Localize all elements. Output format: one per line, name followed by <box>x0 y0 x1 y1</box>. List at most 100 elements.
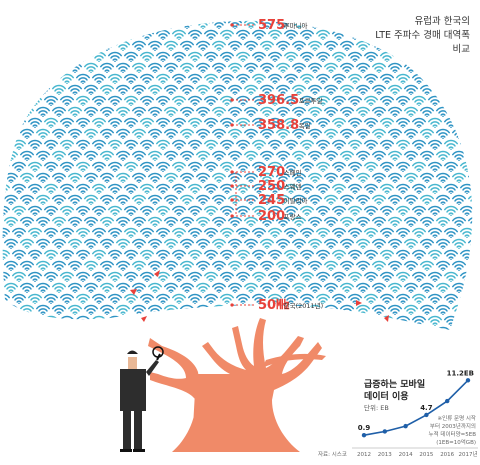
wifi-icon <box>84 238 98 249</box>
wifi-icon <box>156 139 170 150</box>
wifi-icon <box>116 62 130 73</box>
wifi-icon <box>132 84 146 95</box>
wifi-icon <box>12 205 26 216</box>
wifi-icon <box>396 249 410 260</box>
wifi-icon <box>92 205 106 216</box>
wifi-icon <box>380 139 394 150</box>
wifi-icon <box>20 20 34 29</box>
wifi-icon <box>196 40 210 51</box>
wifi-icon <box>396 183 410 194</box>
wifi-icon <box>180 128 194 139</box>
wifi-icon <box>340 150 354 161</box>
wifi-icon <box>124 293 138 304</box>
wifi-icon <box>452 282 466 293</box>
bar-value-label: 358.8 <box>258 118 299 133</box>
wifi-icon <box>220 293 234 304</box>
wifi-icon <box>316 205 330 216</box>
wifi-icon <box>468 106 473 117</box>
wifi-icon <box>68 84 82 95</box>
wifi-icon <box>204 183 218 194</box>
wifi-icon <box>124 315 138 326</box>
inset-x-tick-label: 2014 <box>399 452 413 458</box>
wifi-icon <box>196 62 210 73</box>
wifi-icon <box>220 315 234 326</box>
wifi-icon <box>380 161 394 172</box>
wifi-icon <box>20 238 34 249</box>
wifi-icon <box>228 238 242 249</box>
wifi-icon <box>116 216 130 227</box>
wifi-icon <box>404 62 418 73</box>
wifi-icon <box>428 271 442 282</box>
wifi-icon <box>276 282 290 293</box>
wifi-icon <box>468 238 473 249</box>
wifi-icon <box>84 84 98 95</box>
wifi-icon <box>84 62 98 73</box>
wifi-icon <box>468 194 473 205</box>
wifi-icon <box>300 271 314 282</box>
wifi-icon <box>172 73 186 84</box>
wifi-icon <box>292 282 306 293</box>
wifi-icon <box>132 216 146 227</box>
wifi-icon <box>460 227 473 238</box>
wifi-icon <box>76 271 90 282</box>
wifi-icon <box>60 139 74 150</box>
wifi-icon <box>316 183 330 194</box>
wifi-icon <box>52 62 66 73</box>
wifi-icon <box>252 51 266 62</box>
wifi-icon <box>244 194 258 205</box>
wifi-icon <box>236 73 250 84</box>
wifi-icon <box>12 161 26 172</box>
wifi-icon <box>100 216 114 227</box>
wifi-icon <box>412 139 426 150</box>
wifi-icon <box>180 84 194 95</box>
wifi-icon <box>180 20 194 29</box>
wifi-icon <box>300 205 314 216</box>
wifi-icon <box>140 227 154 238</box>
wifi-icon <box>468 62 473 73</box>
wifi-icon <box>452 106 466 117</box>
title-line-2: LTE 주파수 경매 대역폭 <box>375 29 470 41</box>
wifi-icon <box>444 293 458 304</box>
wifi-icon <box>212 128 226 139</box>
wifi-icon <box>396 227 410 238</box>
wifi-icon <box>308 40 322 51</box>
wifi-icon <box>388 282 402 293</box>
wifi-icon <box>76 183 90 194</box>
wifi-icon <box>0 152 1 162</box>
wifi-icon <box>276 150 290 161</box>
wifi-icon <box>340 260 354 271</box>
wifi-icon <box>196 84 210 95</box>
wifi-icon <box>260 150 274 161</box>
wifi-icon <box>356 172 370 183</box>
wifi-icon <box>388 216 402 227</box>
wifi-icon <box>76 139 90 150</box>
wifi-icon <box>36 150 50 161</box>
wifi-icon <box>268 315 282 326</box>
wifi-icon <box>428 161 442 172</box>
wifi-icon <box>404 106 418 117</box>
wifi-icon <box>140 205 154 216</box>
wifi-icon <box>4 282 18 293</box>
wifi-icon <box>132 238 146 249</box>
bar-mark-dot <box>230 98 234 102</box>
wifi-icon <box>204 29 218 40</box>
wifi-icon <box>44 315 58 326</box>
wifi-icon <box>124 29 138 40</box>
wifi-icon <box>164 62 178 73</box>
wifi-icon <box>132 40 146 51</box>
wifi-icon <box>468 84 473 95</box>
wifi-icon <box>100 84 114 95</box>
wifi-icon <box>404 84 418 95</box>
wifi-icon <box>404 40 418 51</box>
wifi-icon <box>60 205 74 216</box>
wifi-icon <box>212 150 226 161</box>
wifi-icon <box>4 84 18 95</box>
wifi-icon <box>236 139 250 150</box>
wifi-icon <box>340 40 354 51</box>
wifi-icon <box>460 73 473 84</box>
wifi-icon <box>372 172 386 183</box>
wifi-icon <box>140 183 154 194</box>
wifi-icon <box>460 205 473 216</box>
